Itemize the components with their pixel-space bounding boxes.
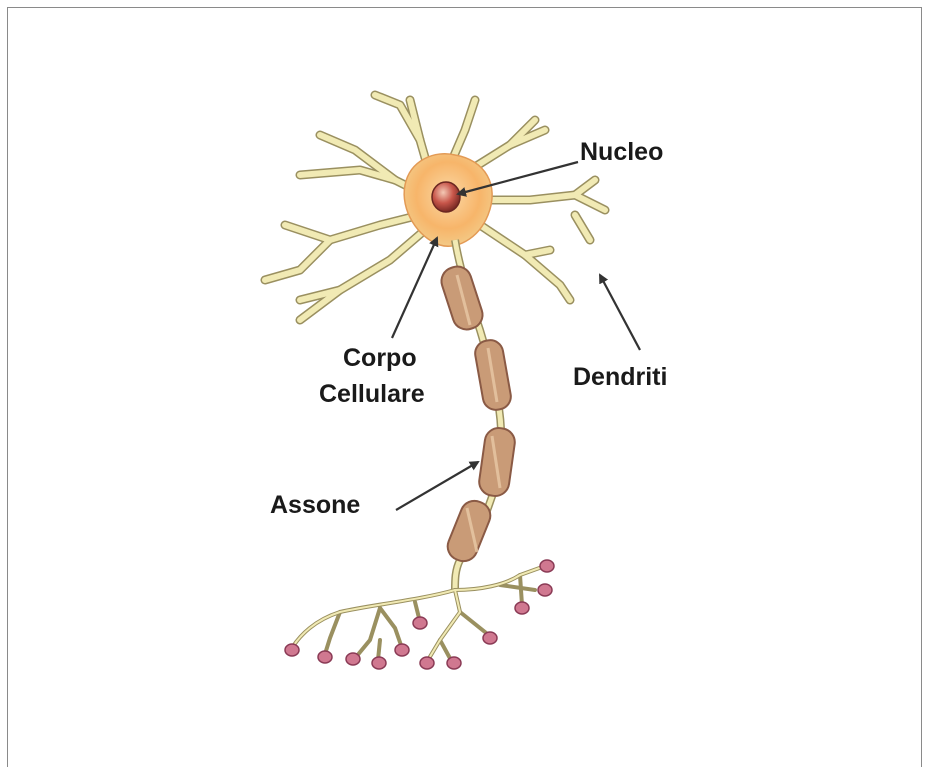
terminal-bouton — [540, 560, 554, 572]
nucleus — [432, 182, 460, 212]
cell-body-label-line1: Corpo — [343, 344, 417, 372]
axon-label: Assone — [270, 491, 360, 519]
terminal-bouton — [318, 651, 332, 663]
nucleus-label: Nucleo — [580, 138, 663, 166]
cell-body-label-line2: Cellulare — [319, 380, 425, 408]
terminal-bouton — [420, 657, 434, 669]
myelin-sheaths — [438, 263, 517, 565]
terminal-bouton — [395, 644, 409, 656]
terminal-bouton — [413, 617, 427, 629]
axon-terminals — [292, 566, 545, 662]
dendrites-arrow — [600, 275, 640, 350]
terminal-bouton — [515, 602, 529, 614]
terminal-bouton — [285, 644, 299, 656]
terminal-bouton — [447, 657, 461, 669]
myelin-segment — [443, 497, 494, 566]
terminal-bouton — [346, 653, 360, 665]
dendrites-label: Dendriti — [573, 363, 667, 391]
terminal-bouton — [372, 657, 386, 669]
terminal-bouton — [538, 584, 552, 596]
terminal-bouton — [483, 632, 497, 644]
